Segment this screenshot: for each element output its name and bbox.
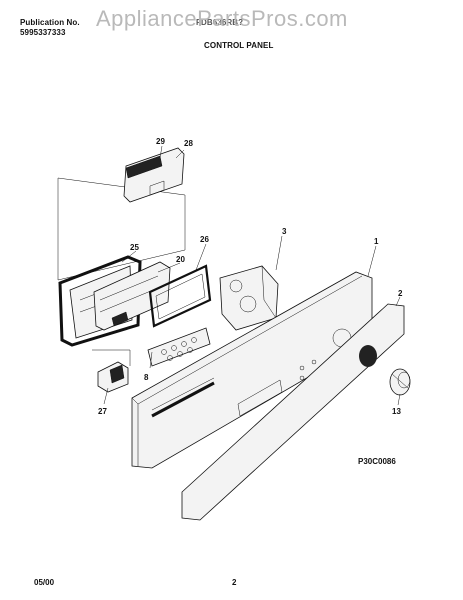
callout-13: 13: [392, 407, 401, 416]
callout-3: 3: [282, 227, 287, 236]
part-3: [219, 265, 279, 331]
figure-code: P30C0086: [358, 457, 396, 466]
part-20: [93, 261, 171, 331]
part-28-29: [123, 147, 185, 203]
callout-26: 26: [200, 235, 209, 244]
model-number: FDB636RB?: [196, 18, 244, 27]
part-1: [131, 271, 373, 469]
watermark: AppliancePartsPros.com: [96, 6, 348, 31]
part-26: [148, 264, 212, 328]
callout-1: 1: [374, 237, 379, 246]
callout-29: 29: [156, 137, 165, 146]
page-number: 2: [232, 578, 237, 587]
publication-label: Publication No.: [20, 18, 80, 27]
section-title: CONTROL PANEL: [204, 41, 274, 50]
callout-20: 20: [176, 255, 185, 264]
callout-8: 8: [144, 373, 149, 382]
footer-date: 05/00: [34, 578, 55, 587]
callout-2: 2: [398, 289, 403, 298]
callout-27: 27: [98, 407, 107, 416]
callout-25: 25: [130, 243, 139, 252]
publication-number: 5995337333: [20, 28, 66, 37]
part-27: [92, 349, 131, 393]
part-13: [389, 368, 411, 396]
part-2: [181, 303, 405, 521]
callout-28: 28: [184, 139, 193, 148]
leader-lines: [103, 145, 401, 406]
